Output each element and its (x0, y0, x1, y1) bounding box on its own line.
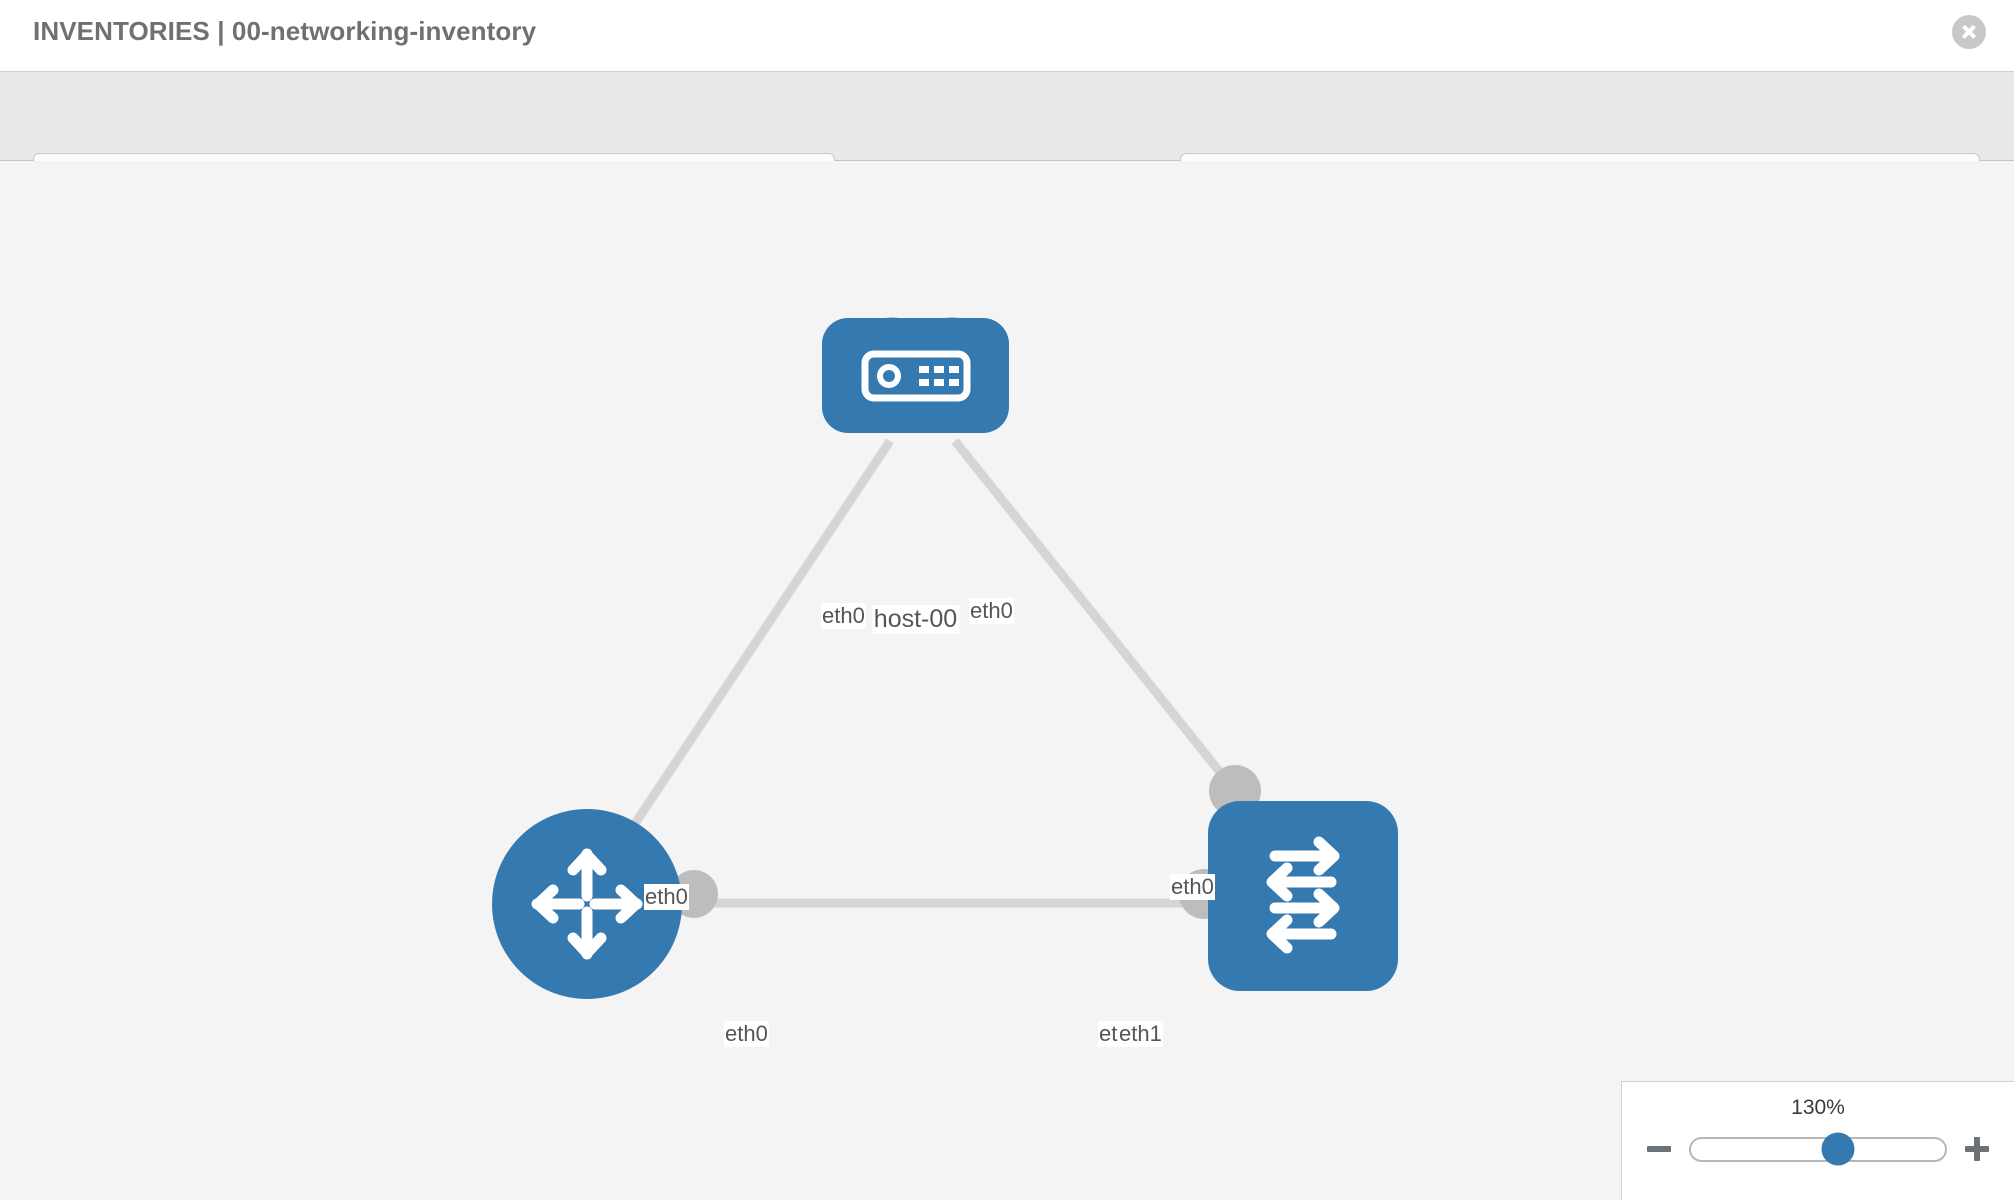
switch-arrows-icon (1266, 836, 1340, 954)
interface-label: eth0 (1170, 874, 1215, 901)
topology-node-host-00[interactable]: host-00 (822, 318, 1009, 634)
zoom-slider-thumb[interactable] (1821, 1132, 1855, 1166)
interface-label: eth0 (821, 603, 866, 630)
edge-router-host (596, 438, 894, 879)
host-node-shape (822, 318, 1009, 433)
zoom-slider-row (1622, 1132, 2014, 1166)
topology-node-switch-00[interactable]: switch-00 (1208, 801, 1398, 991)
interface-label: eth1 (1118, 1021, 1163, 1048)
interface-label: eth0 (644, 884, 689, 911)
zoom-slider[interactable] (1689, 1132, 1947, 1166)
router-arrows-icon (531, 848, 643, 960)
toolbar: ACTIONS SEARCH (0, 71, 2014, 205)
topology-canvas[interactable]: host-00 router-00 (0, 161, 2014, 1200)
server-icon (861, 350, 970, 401)
interface-label: eth0 (724, 1021, 769, 1048)
page-header: INVENTORIES | 00-networking-inventory (0, 0, 2014, 71)
topology-graph (596, 317, 1299, 919)
zoom-in-button[interactable] (1964, 1136, 1990, 1162)
zoom-control-panel: 130% (1621, 1081, 2014, 1200)
close-icon[interactable] (1952, 15, 1986, 49)
topology-node-label: host-00 (871, 605, 960, 634)
zoom-out-button[interactable] (1646, 1136, 1672, 1162)
page-title: INVENTORIES | 00-networking-inventory (33, 16, 537, 46)
switch-node-shape (1208, 801, 1398, 991)
topology-edges (596, 438, 1299, 908)
interface-label: eth0 (969, 598, 1014, 625)
zoom-level-label: 130% (1791, 1096, 1845, 1119)
